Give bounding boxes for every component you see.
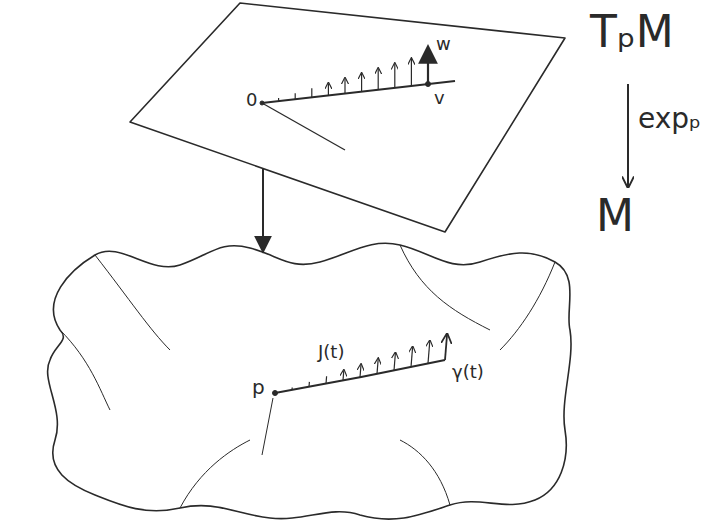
point-dot — [273, 391, 278, 396]
vector-arrow — [328, 83, 329, 95]
curve-label: γ(t) — [452, 362, 484, 382]
tangent-plane-border — [130, 3, 565, 232]
jacobi-field — [292, 335, 447, 390]
vector-arrow — [427, 48, 429, 84]
geodesic-curve — [275, 360, 445, 393]
jacobi-arrow — [360, 365, 361, 378]
manifold: p J(t) γ(t) — [40, 236, 580, 526]
vector-arrow — [344, 79, 345, 94]
vector-arrow — [378, 69, 379, 90]
ray — [262, 103, 345, 150]
vector-arrow — [278, 98, 279, 101]
vector-arrow — [295, 93, 296, 99]
fold-line — [262, 398, 273, 455]
tangent-plane: 0 v w — [128, 1, 568, 235]
vector-arrow — [394, 64, 395, 88]
tangent-plane-outline — [128, 1, 568, 235]
vector-arrow — [411, 59, 412, 86]
jacobi-arrow — [342, 371, 344, 381]
origin-label: 0 — [246, 90, 257, 110]
fold-line — [60, 330, 110, 410]
vector-label: v — [434, 88, 445, 108]
map-arrow — [262, 168, 264, 252]
map-label: expₚ — [638, 104, 701, 135]
vector-arrow — [361, 74, 362, 92]
jacobi-arrow — [325, 376, 327, 384]
jacobi-arrow — [291, 387, 292, 390]
fold-line — [400, 245, 490, 330]
ray — [262, 81, 455, 103]
manifold-border — [48, 243, 571, 519]
manifold-outline — [40, 236, 580, 526]
space-label: M — [596, 192, 634, 240]
jacobi-arrow — [428, 341, 430, 364]
origin-dot — [260, 101, 264, 105]
jacobi-arrow — [411, 347, 413, 367]
jacobi-arrow — [308, 382, 310, 387]
vector-label: w — [436, 34, 451, 54]
vector-arrow — [311, 88, 312, 97]
geodesic — [262, 360, 445, 455]
jacobi-arrow — [394, 353, 395, 371]
fold-line — [95, 255, 170, 350]
jacobi-arrow — [445, 335, 447, 360]
point-label: p — [252, 376, 265, 398]
map-arrow — [627, 84, 629, 186]
fold-line — [500, 262, 555, 350]
jacobi-arrow — [377, 359, 378, 374]
tangent-vectors — [260, 81, 455, 150]
vector-field — [279, 48, 428, 101]
field-label: J(t) — [318, 342, 344, 362]
fold-line — [400, 440, 450, 505]
space-label: TₚM — [590, 8, 674, 56]
fold-line — [180, 440, 250, 508]
